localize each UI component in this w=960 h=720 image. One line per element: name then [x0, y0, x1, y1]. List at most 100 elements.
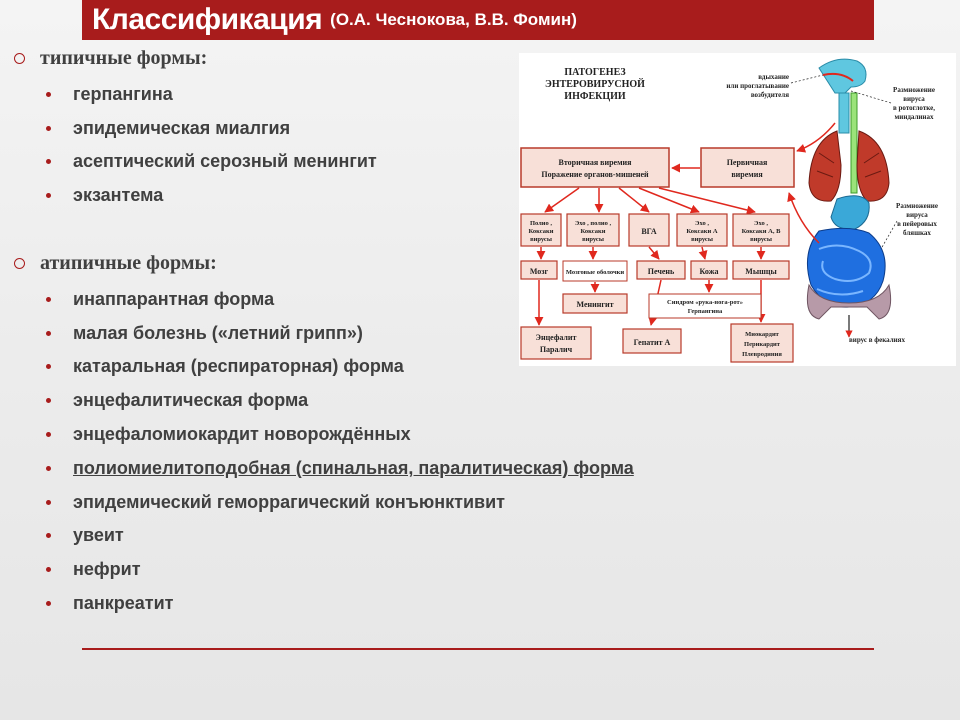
- bullet-dot: [46, 364, 51, 369]
- diagram-title-line: ИНФЕКЦИИ: [564, 91, 626, 102]
- atypical-item-link[interactable]: полиомиелитоподобная (спинальная, парали…: [73, 458, 634, 478]
- svg-text:вирусы: вирусы: [582, 236, 604, 243]
- primary-viremia-line: виремия: [731, 170, 763, 179]
- bullet-dot: [46, 533, 51, 538]
- meningitis-box: [562, 293, 628, 314]
- svg-text:Менингит: Менингит: [577, 300, 614, 309]
- atypical-item: панкреатит: [73, 593, 174, 613]
- svg-text:Герпангина: Герпангина: [688, 308, 723, 315]
- organ-label: Мышцы: [745, 267, 777, 276]
- atypical-item: энцефаломиокардит новорождённых: [73, 424, 411, 444]
- diagram-title-line: ПАТОГЕНЕЗ: [564, 67, 625, 78]
- note-pharynx-line: миндалинах: [895, 113, 934, 121]
- bullet-dot: [46, 398, 51, 403]
- note-inhale-line: вдыхание: [758, 73, 789, 81]
- atypical-item: нефрит: [73, 559, 141, 579]
- virus-box-echo-polio: [566, 213, 620, 247]
- note-peyer-line: вируса: [906, 211, 928, 219]
- section-circle-bullet: [14, 258, 25, 269]
- bottom-divider: [82, 648, 874, 650]
- note-pharynx-line: в ротоглотке,: [893, 104, 935, 112]
- svg-text:вирусы: вирусы: [691, 236, 713, 243]
- hepatitis-box: [622, 328, 682, 354]
- primary-viremia-line: Первичная: [727, 158, 768, 167]
- svg-text:Плевродиния: Плевродиния: [742, 351, 782, 358]
- note-peyer-line: в пейеровых: [897, 220, 937, 228]
- bullet-dot: [46, 126, 51, 131]
- organ-label: Кожа: [699, 267, 718, 276]
- atypical-item: малая болезнь («летний грипп»): [73, 323, 363, 343]
- myocarditis-box: [730, 323, 794, 363]
- svg-text:Полио ,: Полио ,: [530, 220, 552, 227]
- svg-text:Эхо ,: Эхо ,: [754, 220, 768, 227]
- primary-viremia-box: [700, 147, 795, 188]
- svg-text:Коксаки: Коксаки: [529, 228, 554, 235]
- typical-item: экзантема: [73, 185, 164, 205]
- typical-item: герпангина: [73, 84, 173, 104]
- bullet-dot: [46, 331, 51, 336]
- bullet-dot: [46, 297, 51, 302]
- svg-text:ВГА: ВГА: [641, 227, 657, 236]
- slide-subtitle: (О.А. Чеснокова, В.В. Фомин): [330, 10, 577, 29]
- atypical-item: энцефалитическая форма: [73, 390, 309, 410]
- diagram-title-line: ЭНТЕРОВИРУСНОЙ: [545, 78, 645, 90]
- secondary-viremia-line: Поражение органов-мишеней: [541, 170, 649, 179]
- organ-label: Мозговые оболочки: [566, 269, 625, 276]
- note-inhale-line: или проглатывание: [726, 82, 789, 90]
- svg-text:вирусы: вирусы: [750, 236, 772, 243]
- anatomy-illustration: [787, 58, 898, 338]
- typical-item: асептический серозный менингит: [73, 151, 377, 171]
- atypical-item: катаральная (респираторная) форма: [73, 356, 404, 376]
- syndrome-box: [648, 293, 762, 319]
- organ-label: Мозг: [530, 267, 549, 276]
- organ-meninges-box: [562, 260, 628, 282]
- organ-liver-box: [636, 260, 686, 280]
- organ-skin-box: [690, 260, 728, 280]
- svg-text:Энцефалит: Энцефалит: [536, 333, 577, 342]
- svg-text:вирусы: вирусы: [530, 236, 552, 243]
- virus-box-polio: [520, 213, 562, 247]
- note-pharynx-line: Размножение: [893, 86, 935, 94]
- atypical-forms-heading: атипичные формы:: [40, 252, 217, 274]
- svg-text:Миокардит: Миокардит: [745, 331, 780, 338]
- svg-text:Гепатит А: Гепатит А: [634, 338, 671, 347]
- title-bar: Классификация (О.А. Чеснокова, В.В. Фоми…: [82, 0, 874, 40]
- organ-brain-box: [520, 260, 558, 280]
- virus-box-hav: [628, 213, 670, 247]
- organ-label: Печень: [648, 267, 675, 276]
- encephalitis-box: [520, 326, 592, 360]
- bullet-dot: [46, 92, 51, 97]
- slide-title: Классификация: [92, 3, 323, 36]
- bullet-dot: [46, 601, 51, 606]
- svg-text:Перикардит: Перикардит: [744, 341, 781, 348]
- bullet-dot: [46, 159, 51, 164]
- svg-text:Эхо ,: Эхо ,: [695, 220, 709, 227]
- note-inhale-line: возбудителя: [751, 91, 789, 99]
- organ-muscles-box: [732, 260, 790, 280]
- atypical-item: увеит: [73, 525, 124, 545]
- note-peyer-line: Размножение: [896, 202, 938, 210]
- bullet-dot: [46, 466, 51, 471]
- typical-forms-heading: типичные формы:: [40, 47, 208, 69]
- section-circle-bullet: [14, 53, 25, 64]
- pathogenesis-diagram: ПАТОГЕНЕЗ ЭНТЕРОВИРУСНОЙ ИНФЕКЦИИ вдыхан…: [519, 53, 956, 366]
- svg-text:Коксаки А: Коксаки А: [686, 228, 718, 235]
- svg-text:Коксаки А, В: Коксаки А, В: [742, 228, 781, 235]
- svg-text:Эхо , полио ,: Эхо , полио ,: [575, 220, 612, 227]
- bullet-dot: [46, 500, 51, 505]
- secondary-viremia-box: [520, 147, 670, 188]
- virus-box-echo-coxsackie-ab: [732, 213, 790, 247]
- atypical-item: инаппарантная форма: [73, 289, 275, 309]
- svg-text:Синдром «рука-нога-рот»: Синдром «рука-нога-рот»: [667, 299, 743, 306]
- secondary-viremia-line: Вторичная виремия: [559, 158, 633, 167]
- bullet-dot: [46, 193, 51, 198]
- typical-item: эпидемическая миалгия: [73, 118, 291, 138]
- note-pharynx-line: вируса: [903, 95, 925, 103]
- note-peyer-line: бляшках: [903, 229, 931, 237]
- bullet-dot: [46, 432, 51, 437]
- svg-text:Паралич: Паралич: [540, 345, 573, 354]
- bullet-dot: [46, 567, 51, 572]
- diagram-title: ПАТОГЕНЕЗ ЭНТЕРОВИРУСНОЙ ИНФЕКЦИИ: [545, 67, 645, 102]
- virus-box-echo-coxsackie-a: [676, 213, 728, 247]
- atypical-item: эпидемический геморрагический конъюнктив…: [73, 492, 505, 512]
